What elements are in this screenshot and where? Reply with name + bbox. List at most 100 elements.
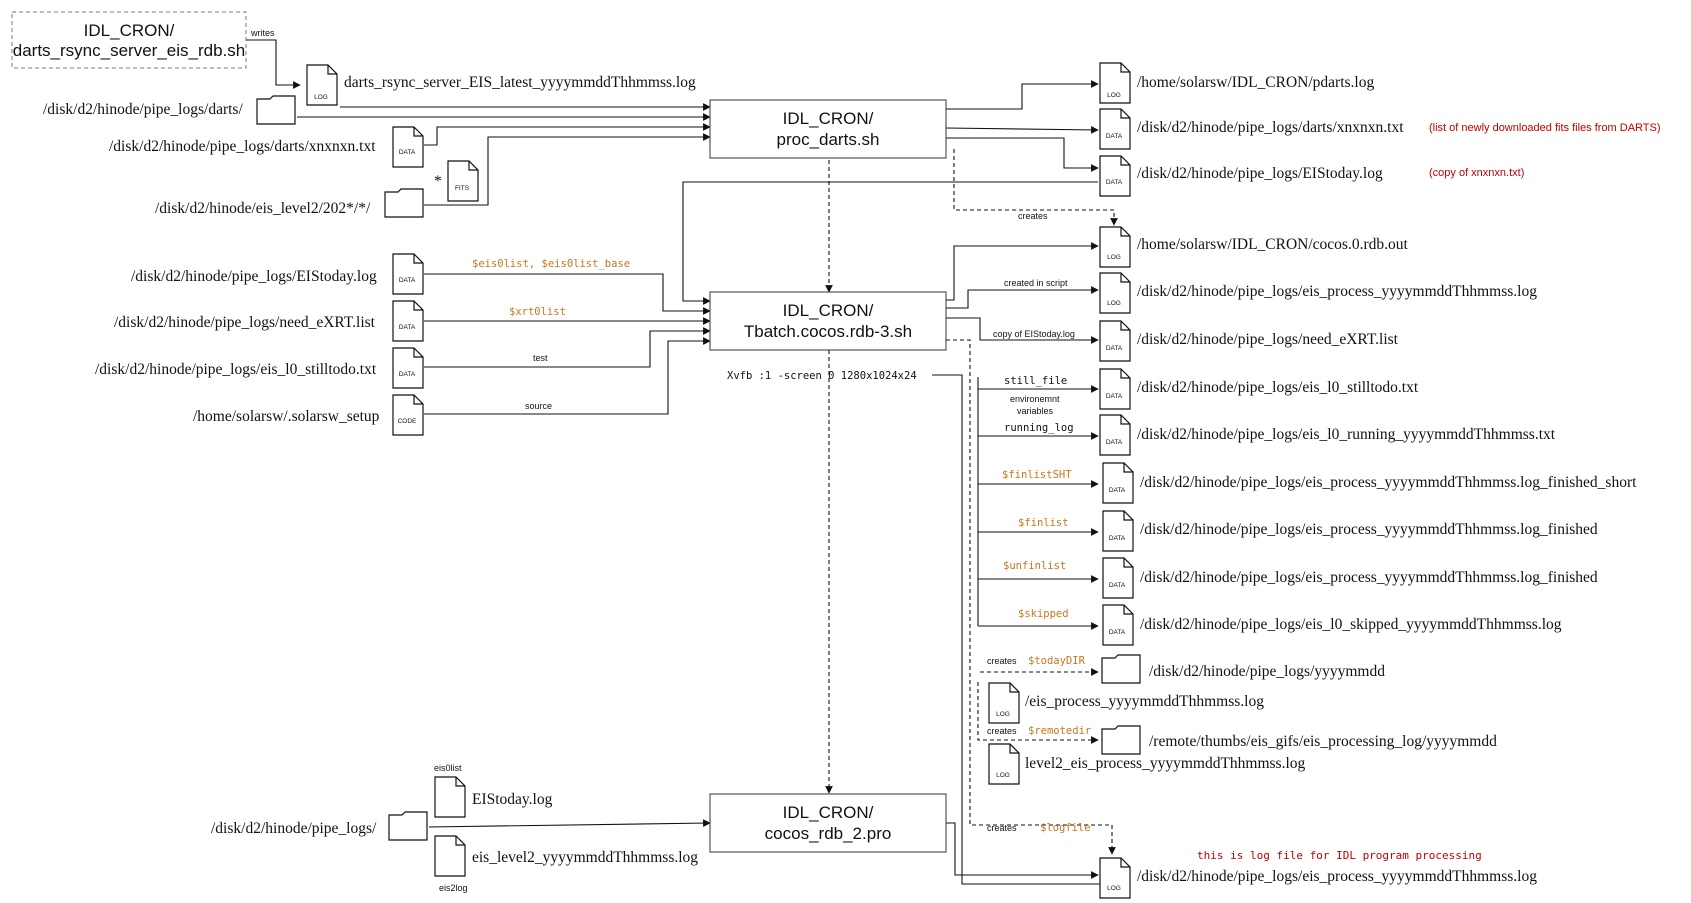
finished-short-label: /disk/d2/hinode/pipe_logs/eis_process_yy… [1140,474,1637,491]
input-rsync-log: LOG darts_rsync_server_EIS_latest_yyyymm… [306,64,696,106]
input-need-exrt: /disk/d2/hinode/pipe_logs/need_eXRT.list… [114,300,424,342]
xnxnxn-out-label: /disk/d2/hinode/pipe_logs/darts/xnxnxn.t… [1137,119,1404,136]
edge-label-test: test [533,353,548,363]
fits-icon-label: FITS [455,185,470,192]
log-icon-label: LOG [1107,92,1121,99]
output-today-dir: /disk/d2/hinode/pipe_logs/yyyymmdd [1101,654,1385,684]
eistoday-short-label: EIStoday.log [472,791,553,808]
data-icon-label: DATA [1109,582,1126,589]
process-cocos-rdb: IDL_CRON/ cocos_rdb_2.pro [709,793,947,853]
edge-label-writes: writes [250,28,275,38]
output-xnxnxn: DATA /disk/d2/hinode/pipe_logs/darts/xnx… [1099,108,1661,150]
folder-icon [388,811,428,841]
stilltodo-label: /disk/d2/hinode/pipe_logs/eis_l0_stillto… [95,361,377,378]
level2-label: /disk/d2/hinode/eis_level2/202*/*/ [155,200,371,217]
eistoday-label: /disk/d2/hinode/pipe_logs/EIStoday.log [131,268,377,285]
edge-labels: writes creates $eis0list, $eis0list_base… [250,28,1091,834]
data-file-icon [1099,414,1131,456]
input-xnxnxn: /disk/d2/hinode/pipe_logs/darts/xnxnxn.t… [109,126,424,168]
log-icon-label: LOG [1107,300,1121,307]
need-exrt-out-label: /disk/d2/hinode/pipe_logs/need_eXRT.list [1137,331,1399,348]
finished-1-label: /disk/d2/hinode/pipe_logs/eis_process_yy… [1140,521,1598,538]
data-icon-label: DATA [1109,629,1126,636]
data-icon-label: DATA [1109,487,1126,494]
edge-label-creates: creates [1018,211,1048,221]
code-icon-label: CODE [398,418,417,425]
edge-label-creates-2: creates [987,656,1017,666]
pdarts-label: /home/solarsw/IDL_CRON/pdarts.log [1137,74,1374,91]
eistoday-out-label: /disk/d2/hinode/pipe_logs/EIStoday.log [1137,165,1383,182]
xnxnxn-label: /disk/d2/hinode/pipe_logs/darts/xnxnxn.t… [109,138,376,155]
data-file-icon [392,300,424,342]
xnxnxn-note: (list of newly downloaded fits files fro… [1429,122,1661,134]
output-cocos: LOG /home/solarsw/IDL_CRON/cocos.0.rdb.o… [1099,226,1408,268]
input-eistoday: /disk/d2/hinode/pipe_logs/EIStoday.log D… [131,253,424,295]
edge-label-remotedir: $remotedir [1028,725,1091,737]
edge-label-creates-4: creates [987,823,1017,833]
edge-label-creates-3: creates [987,726,1017,736]
level2-log-label: level2_eis_process_yyyymmddThhmmss.log [1025,755,1306,772]
log-icon-label: LOG [996,772,1010,779]
process-proc-darts: IDL_CRON/ proc_darts.sh [709,99,947,159]
output-eis-process-short: LOG /eis_process_yyyymmddThhmmss.log [988,682,1264,724]
folder-icon [1101,725,1141,755]
process-darts-rsync-line1: IDL_CRON/ [84,21,175,40]
log-file-icon [1099,226,1131,268]
eistoday-note: (copy of xnxnxn.txt) [1429,167,1524,179]
output-eis-process: LOG /disk/d2/hinode/pipe_logs/eis_proces… [1099,272,1537,314]
data-icon-label: DATA [399,324,416,331]
data-file-icon [1102,462,1134,504]
eis-level2-log-label: eis_level2_yyyymmddThhmmss.log [472,849,698,866]
process-cocos-rdb-line2: cocos_rdb_2.pro [765,824,892,843]
log-icon-label: LOG [996,711,1010,718]
data-file-icon [1099,320,1131,362]
darts-dir-label: /disk/d2/hinode/pipe_logs/darts/ [43,101,243,118]
output-eistoday: DATA /disk/d2/hinode/pipe_logs/EIStoday.… [1099,155,1524,197]
output-level2-log: LOG level2_eis_process_yyyymmddThhmmss.l… [988,743,1306,785]
edge-label-finlist: $finlist [1018,517,1069,529]
input-setup: /home/solarsw/.solarsw_setup CODE [193,394,424,436]
setup-label: /home/solarsw/.solarsw_setup [193,408,380,425]
eis0list-caption: eis0list [434,763,462,773]
process-darts-rsync-line2: darts_rsync_server_eis_rdb.sh [13,41,245,60]
skipped-label: /disk/d2/hinode/pipe_logs/eis_l0_skipped… [1140,616,1562,633]
data-file-icon [1102,557,1134,599]
wildcard-star: * [434,173,442,190]
final-log-label: /disk/d2/hinode/pipe_logs/eis_process_yy… [1137,868,1537,885]
edge-label-created-in-script: created in script [1004,278,1068,288]
data-file-icon [1099,155,1131,197]
file-icon [434,835,466,877]
data-icon-label: DATA [399,149,416,156]
edge-label-running-log: running_log [1004,422,1074,434]
process-cocos-rdb-line1: IDL_CRON/ [783,803,874,822]
edge-label-eis0list: $eis0list, $eis0list_base [472,258,630,270]
fits-file-icon [447,160,479,202]
edge-label-source: source [525,401,552,411]
remote-dir-label: /remote/thumbs/eis_gifs/eis_processing_l… [1149,733,1497,750]
data-file-icon [1099,368,1131,410]
output-finished-1: DATA /disk/d2/hinode/pipe_logs/eis_proce… [1102,510,1598,552]
process-tbatch: IDL_CRON/ Tbatch.cocos.rdb-3.sh [709,291,947,351]
output-skipped: DATA /disk/d2/hinode/pipe_logs/eis_l0_sk… [1102,604,1562,646]
running-label: /disk/d2/hinode/pipe_logs/eis_l0_running… [1137,426,1556,443]
edge-label-unfinlist: $unfinlist [1003,560,1066,572]
connectors [246,39,1118,888]
file-icon [434,776,466,818]
edge-label-logfile: $logfile [1040,822,1091,834]
log-icon-label: LOG [314,94,328,101]
data-file-icon [392,253,424,295]
log-icon-label: LOG [1107,254,1121,261]
log-file-icon [1099,272,1131,314]
today-dir-label: /disk/d2/hinode/pipe_logs/yyyymmdd [1149,663,1385,680]
log-icon-label: LOG [1107,885,1121,892]
data-icon-label: DATA [399,277,416,284]
output-running: DATA /disk/d2/hinode/pipe_logs/eis_l0_ru… [1099,414,1556,456]
edge-label-copy-eistoday: copy of EIStoday.log [993,329,1075,339]
eis-process-short-label: /eis_process_yyyymmddThhmmss.log [1025,693,1264,710]
cocos-out-label: /home/solarsw/IDL_CRON/cocos.0.rdb.out [1137,236,1408,253]
data-icon-label: DATA [1109,535,1126,542]
process-tbatch-line1: IDL_CRON/ [783,301,874,320]
output-final-log: this is log file for IDL program process… [1099,849,1537,899]
process-proc-darts-line2: proc_darts.sh [777,130,880,149]
data-icon-label: DATA [399,371,416,378]
